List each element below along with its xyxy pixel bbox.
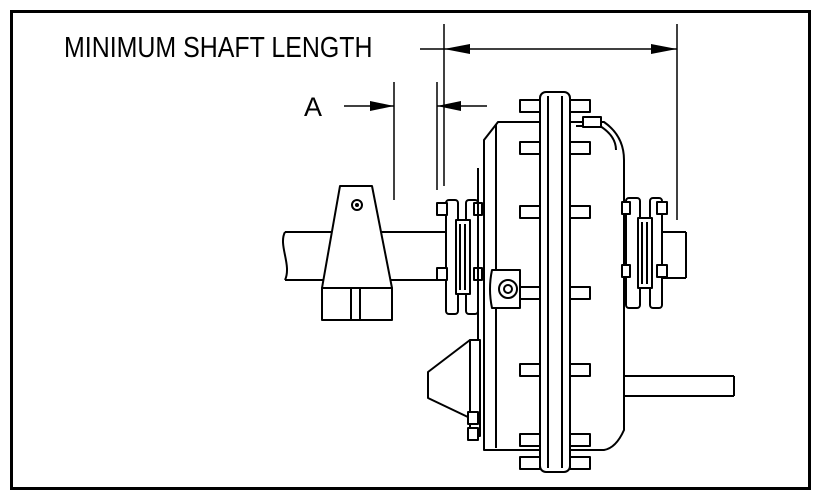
right-coupling	[621, 197, 668, 309]
mounting-bracket	[427, 339, 481, 441]
minimum-shaft-length-dimension	[420, 24, 678, 220]
flange-bolts	[519, 99, 591, 470]
output-shaft	[624, 375, 735, 397]
right-shaft-stub	[662, 231, 687, 279]
dimension-a-label: A	[304, 92, 323, 122]
dimension-a	[344, 82, 487, 200]
center-flange	[539, 91, 571, 473]
minimum-shaft-length-label: MINIMUM SHAFT LENGTH	[64, 32, 373, 64]
pillow-block-bearing	[321, 185, 393, 321]
torque-arm-pin	[489, 269, 521, 309]
left-coupling	[436, 199, 483, 315]
